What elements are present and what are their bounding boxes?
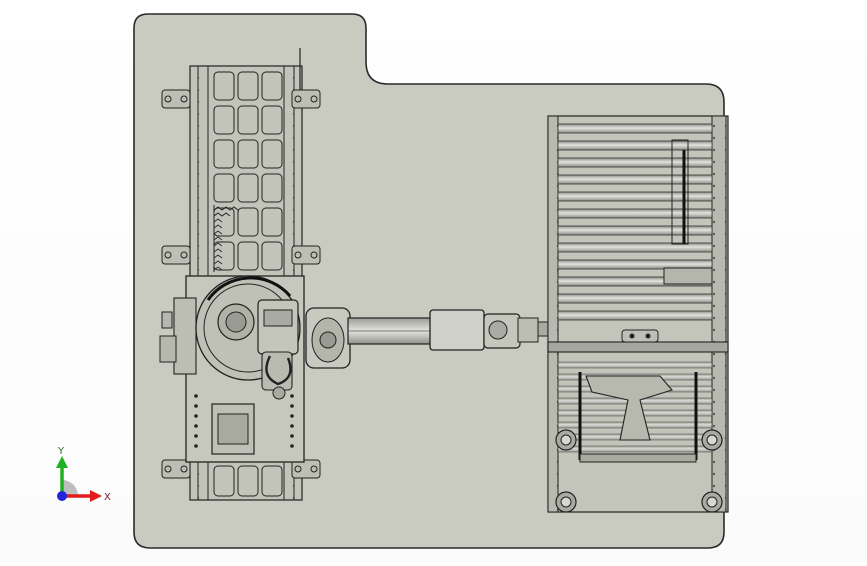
mounting-feet [161,89,321,479]
rack-tooth [213,248,223,253]
rail-cell [261,139,283,169]
foot-bolt [310,95,318,103]
conveyor-roller [557,157,713,168]
conveyor-wheel-hub [560,496,572,508]
triad-xy-plane [62,480,78,496]
foot-bolt [180,251,188,259]
rail-cell [237,465,259,497]
rail-cell [213,173,235,203]
conveyor-wheel-hub [706,496,718,508]
rail-cell [213,465,235,497]
cable-loop [265,355,292,386]
base-bolt [194,414,198,418]
base-bolt [290,444,294,448]
rack-tooth [213,230,223,235]
base-bolt [290,414,294,418]
conveyor-roller [557,293,713,304]
foot-bolt [164,95,172,103]
rail-frame-cells [213,71,283,497]
conveyor-wheel-hub [560,434,572,446]
mounting-foot [161,459,191,479]
rail-cell [213,71,235,101]
mounting-foot [291,245,321,265]
x-axis-label: X [104,492,111,503]
y-axis-label: Y [57,446,65,457]
mounting-foot [291,459,321,479]
rail-cell [237,241,259,271]
rack-tooth [213,266,223,271]
conveyor-roller [557,361,713,369]
foot-bolt [294,465,302,473]
conveyor-roller [557,140,713,151]
rail-cell [213,139,235,169]
gear-rack [213,206,239,217]
conveyor-roller [557,174,713,185]
rail-cell [261,71,283,101]
conveyor-wheel-hub [706,434,718,446]
foot-bolt [310,465,318,473]
rail-cell [237,207,259,237]
mounting-foot [161,89,191,109]
base-bolt [194,434,198,438]
conveyor-roller [557,225,713,236]
rail-cell [261,173,283,203]
roller-conveyor[interactable] [547,115,729,513]
rail-cell [237,105,259,135]
foot-bolt [180,465,188,473]
rack-tooth [213,236,223,241]
foot-bolt [164,251,172,259]
rail-cell [261,241,283,271]
conveyor-roller [557,191,713,202]
foot-bolt [180,95,188,103]
rack-tooth [213,260,223,265]
z-axis-dot [57,491,67,501]
coordinate-triad: Y X [56,446,111,503]
robot-shoulder[interactable] [195,275,351,400]
conveyor-roller [557,208,713,219]
rail-cell [237,173,259,203]
rack-tooth [213,242,223,247]
mounting-foot [161,245,191,265]
rack-tooth [213,224,223,229]
rail-cell [213,105,235,135]
robot-arm[interactable] [347,309,592,351]
base-bolt [290,394,294,398]
foot-bolt [164,465,172,473]
lift-mechanism [585,375,673,441]
foot-bolt [294,95,302,103]
rail-cell [237,139,259,169]
rail-cell [237,71,259,101]
base-bolt [290,424,294,428]
base-bolt [194,444,198,448]
rail-cell [261,105,283,135]
base-bolts [194,394,294,448]
conveyor-roller [557,310,713,321]
conveyor-crossbar [547,341,729,353]
rack-tooth [213,254,223,259]
rail-cell [261,465,283,497]
stop-sensor-bracket [621,329,659,343]
base-bolt [290,404,294,408]
base-bolt [290,434,294,438]
base-bolt [194,424,198,428]
foot-bolt [294,251,302,259]
conveyor-wheels [555,429,723,513]
rack-tooth [213,218,223,223]
base-bolt [194,404,198,408]
rail-cell [261,207,283,237]
conveyor-roller [557,123,713,134]
base-bolt [194,394,198,398]
conveyor-roller [557,259,713,270]
foot-bolt [310,251,318,259]
conveyor-roller [557,242,713,253]
mounting-foot [291,89,321,109]
rack-teeth [213,218,223,271]
